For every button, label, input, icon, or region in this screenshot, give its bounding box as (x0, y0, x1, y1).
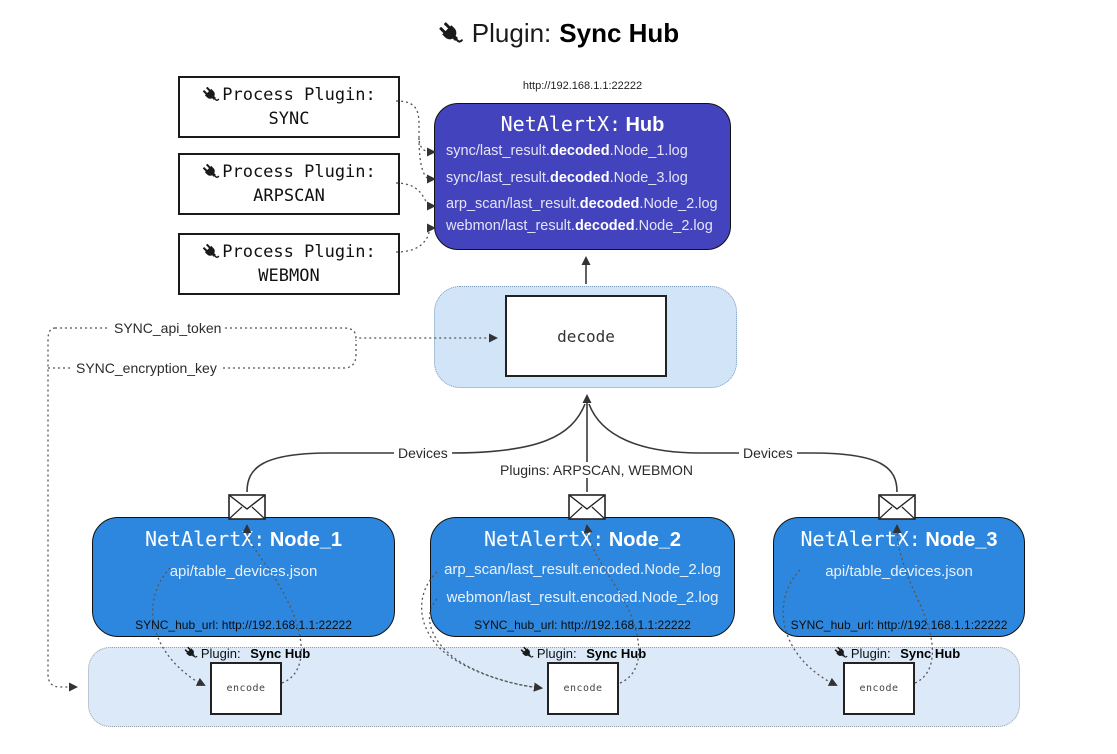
process-plugin-name: ARPSCAN (253, 186, 325, 206)
node-title: NetAlertX: Node_3 (800, 527, 998, 551)
node-file: webmon/last_result.encoded.Node_2.log (446, 589, 719, 606)
encode-box: encode (547, 662, 619, 715)
edge-label-encryption-key: SYNC_encryption_key (72, 360, 221, 376)
hub-entry: arp_scan/last_result.decoded.Node_2.log (446, 196, 718, 212)
process-plugin-label: Process Plugin: (222, 242, 376, 262)
encode-section-label: Plugin: Sync Hub (832, 645, 962, 661)
plug-icon (438, 21, 464, 47)
decode-box: decode (505, 295, 667, 377)
process-plugin-box-sync: Process Plugin: SYNC (178, 76, 400, 138)
process-plugin-label: Process Plugin: (222, 85, 376, 105)
plug-icon (202, 86, 220, 104)
process-plugin-label: Process Plugin: (222, 162, 376, 182)
edge-label-plugins: Plugins: ARPSCAN, WEBMON (496, 462, 697, 478)
node-file: api/table_devices.json (169, 563, 318, 580)
hub-box (434, 103, 731, 250)
process-plugin-name: WEBMON (258, 266, 320, 286)
process-plugin-box-webmon: Process Plugin: WEBMON (178, 233, 400, 295)
edge-label-devices-left: Devices (394, 445, 452, 461)
plug-icon (202, 163, 220, 181)
hub-entry: sync/last_result.decoded.Node_3.log (446, 170, 688, 186)
plug-icon (520, 646, 534, 660)
node-file: api/table_devices.json (825, 563, 973, 580)
hub-entry: sync/last_result.decoded.Node_1.log (446, 143, 688, 159)
encode-section-label: Plugin: Sync Hub (182, 645, 312, 661)
node-title: NetAlertX: Node_2 (483, 527, 682, 551)
process-plugin-box-arpscan: Process Plugin: ARPSCAN (178, 153, 400, 215)
envelope-icon (878, 494, 916, 520)
plug-icon (834, 646, 848, 660)
hub-entry: webmon/last_result.decoded.Node_2.log (446, 218, 713, 234)
node-hub-url: SYNC_hub_url: http://192.168.1.1:22222 (135, 618, 352, 632)
page-title-name: Sync Hub (559, 18, 680, 48)
process-plugin-name: SYNC (268, 109, 310, 129)
plug-icon (184, 646, 198, 660)
hub-title: NetAlertX: Hub (434, 112, 731, 137)
encode-box: encode (210, 662, 282, 715)
hub-title-prefix: NetAlertX: (500, 112, 622, 136)
plug-icon (202, 243, 220, 261)
node-hub-url: SYNC_hub_url: http://192.168.1.1:22222 (790, 618, 1008, 632)
node-title: NetAlertX: Node_1 (144, 527, 343, 551)
encode-box: encode (843, 662, 915, 715)
page-title: Plugin: Sync Hub (0, 18, 1117, 49)
node-box-1 (92, 517, 395, 637)
encode-section-label: Plugin: Sync Hub (518, 645, 648, 661)
node-file: arp_scan/last_result.encoded.Node_2.log (444, 561, 721, 578)
hub-title-name: Hub (625, 114, 665, 136)
envelope-icon (228, 494, 266, 520)
page-title-prefix: Plugin: (471, 18, 552, 48)
envelope-icon (568, 494, 606, 520)
edge-label-api-token: SYNC_api_token (110, 320, 226, 336)
hub-url-label: http://192.168.1.1:22222 (522, 80, 643, 92)
node-hub-url: SYNC_hub_url: http://192.168.1.1:22222 (474, 618, 691, 632)
edge-label-devices-right: Devices (739, 445, 797, 461)
